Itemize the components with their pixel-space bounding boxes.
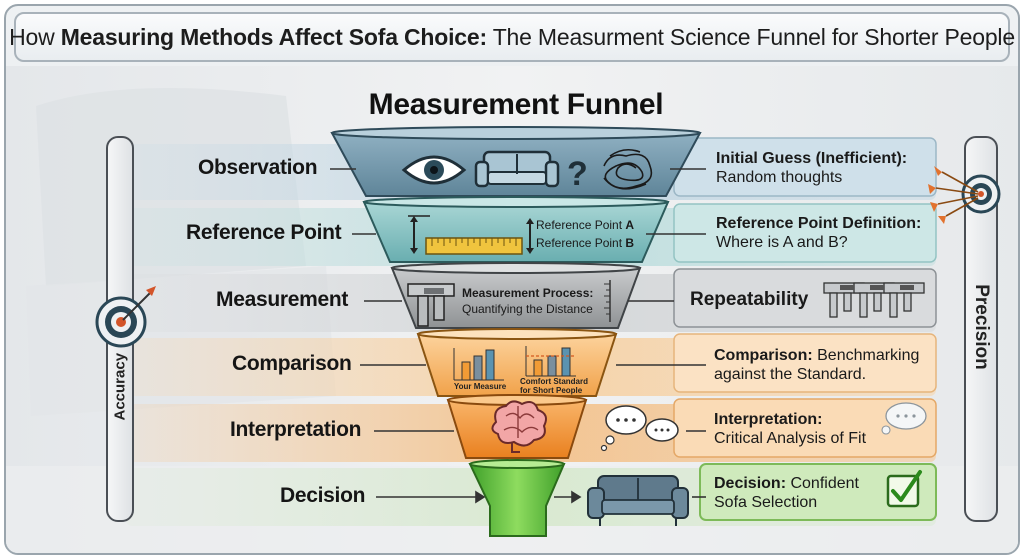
- page-title: How Measuring Methods Affect Sofa Choice…: [9, 12, 1015, 62]
- right-box-reference: Reference Point Definition:Where is A an…: [716, 215, 922, 252]
- title-bold: Measuring Methods Affect Sofa Choice:: [60, 23, 487, 50]
- right-box-interpretation: Interpretation:Critical Analysis of Fit: [714, 411, 867, 448]
- reference-point-a: Reference Point A: [536, 218, 635, 232]
- title-suffix: The Measurment Science Funnel for Shorte…: [486, 23, 1015, 50]
- infographic-frame: ?: [4, 4, 1020, 555]
- precision-label: Precision: [971, 284, 992, 370]
- title-prefix: How: [9, 23, 61, 50]
- stage-label-comparison: Comparison: [232, 352, 352, 375]
- measurement-process-title: Measurement Process:: [462, 286, 594, 300]
- stage-label-observation: Observation: [198, 156, 318, 179]
- accuracy-axis: [106, 136, 134, 522]
- funnel-title: Measurement Funnel: [368, 88, 664, 121]
- funnel-layer-measurement: [390, 262, 642, 329]
- stage-label-interpretation: Interpretation: [230, 418, 362, 441]
- funnel-layer-interpretation: [446, 394, 588, 459]
- stage-label-reference-point: Reference Point: [186, 221, 342, 244]
- stage-label-decision: Decision: [280, 484, 366, 507]
- your-measure-label: Your Measure: [453, 382, 507, 391]
- measurement-process-desc: Quantifying the Distance: [462, 302, 593, 316]
- accuracy-label: Accuracy: [111, 352, 129, 421]
- right-box-repeatability: Repeatability: [690, 289, 809, 310]
- funnel-layer-decision: [468, 459, 566, 537]
- connector-lines: [330, 168, 706, 504]
- reference-point-b: Reference Point B: [536, 236, 635, 250]
- right-box-observation: Initial Guess (Inefficient):Random thoug…: [716, 150, 908, 187]
- funnel-layer-observation: [330, 126, 702, 197]
- stage-label-measurement: Measurement: [216, 288, 349, 311]
